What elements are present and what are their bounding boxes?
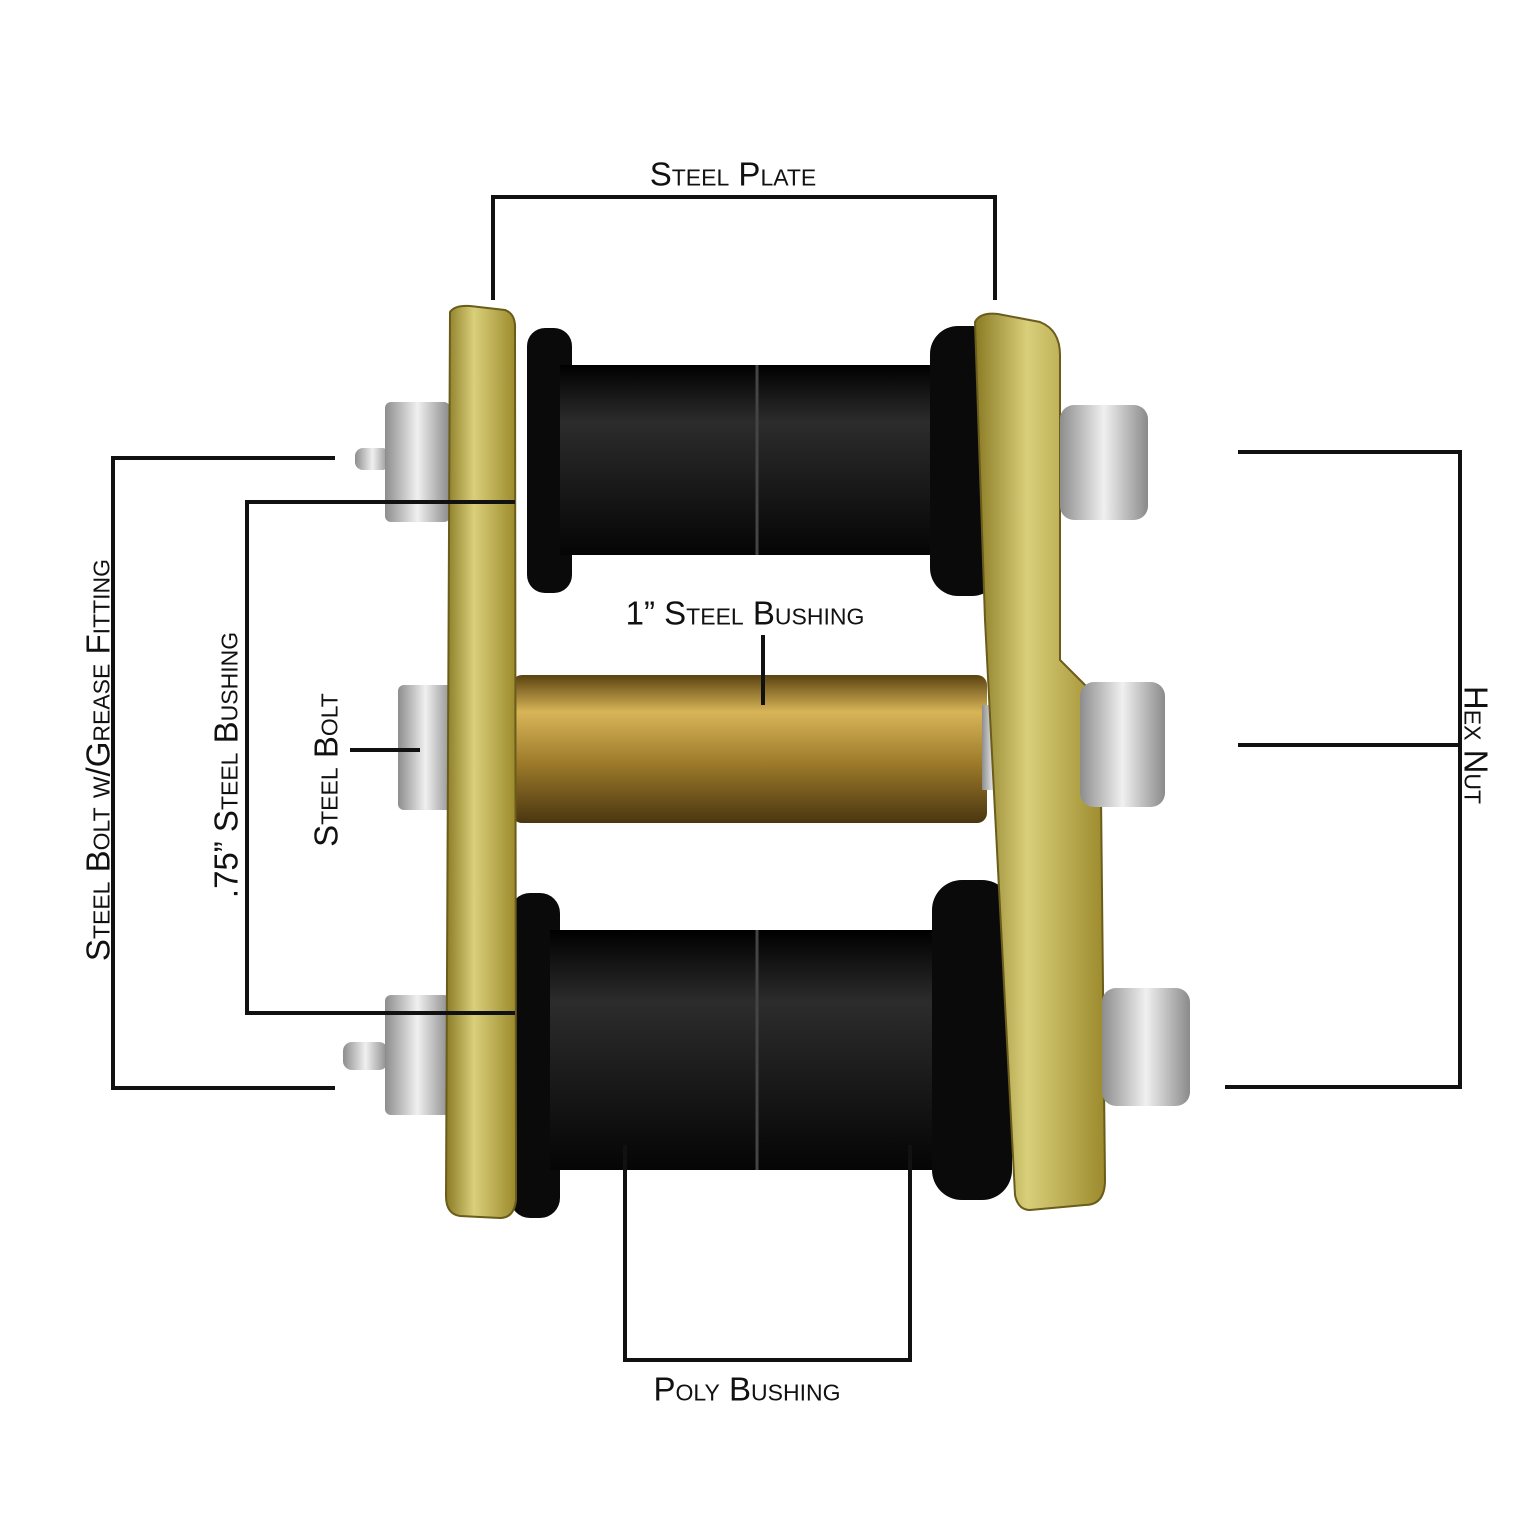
hex-nut-top	[1060, 405, 1148, 520]
grease-fitting-top	[355, 448, 390, 470]
label-hex-nut: Hex Nut	[1457, 685, 1495, 805]
bolt-head-left-middle	[398, 685, 453, 810]
steel-plate-left	[444, 304, 518, 1220]
label-075-steel-bushing: .75” Steel Bushing	[207, 631, 245, 899]
label-steel-bolt-grease-fitting: Steel Bolt w/Grease Fitting	[79, 558, 117, 962]
callout-lines	[111, 195, 1462, 1362]
hex-nut-middle	[1080, 682, 1165, 807]
bracket-steel-bolt-grease	[111, 456, 335, 1090]
poly-bushing-top	[527, 326, 1000, 596]
hex-nut-bottom	[1102, 988, 1190, 1106]
bracket-075-steel-bushing	[245, 500, 515, 1015]
bracket-steel-plate	[491, 195, 997, 300]
bolt-head-left-bottom	[385, 995, 450, 1115]
label-steel-plate: Steel Plate	[649, 155, 817, 193]
bolt-head-left-top	[385, 402, 450, 522]
label-1in-steel-bushing: 1” Steel Bushing	[625, 594, 865, 632]
label-poly-bushing: Poly Bushing	[653, 1370, 841, 1408]
label-steel-bolt: Steel Bolt	[307, 693, 345, 847]
bracket-poly-bushing	[623, 1145, 912, 1362]
bracket-hex-nut	[1225, 450, 1462, 1089]
steel-bushing-1in	[512, 675, 987, 823]
grease-fitting-bottom	[343, 1042, 388, 1070]
poly-bushing-bottom	[510, 880, 1012, 1218]
